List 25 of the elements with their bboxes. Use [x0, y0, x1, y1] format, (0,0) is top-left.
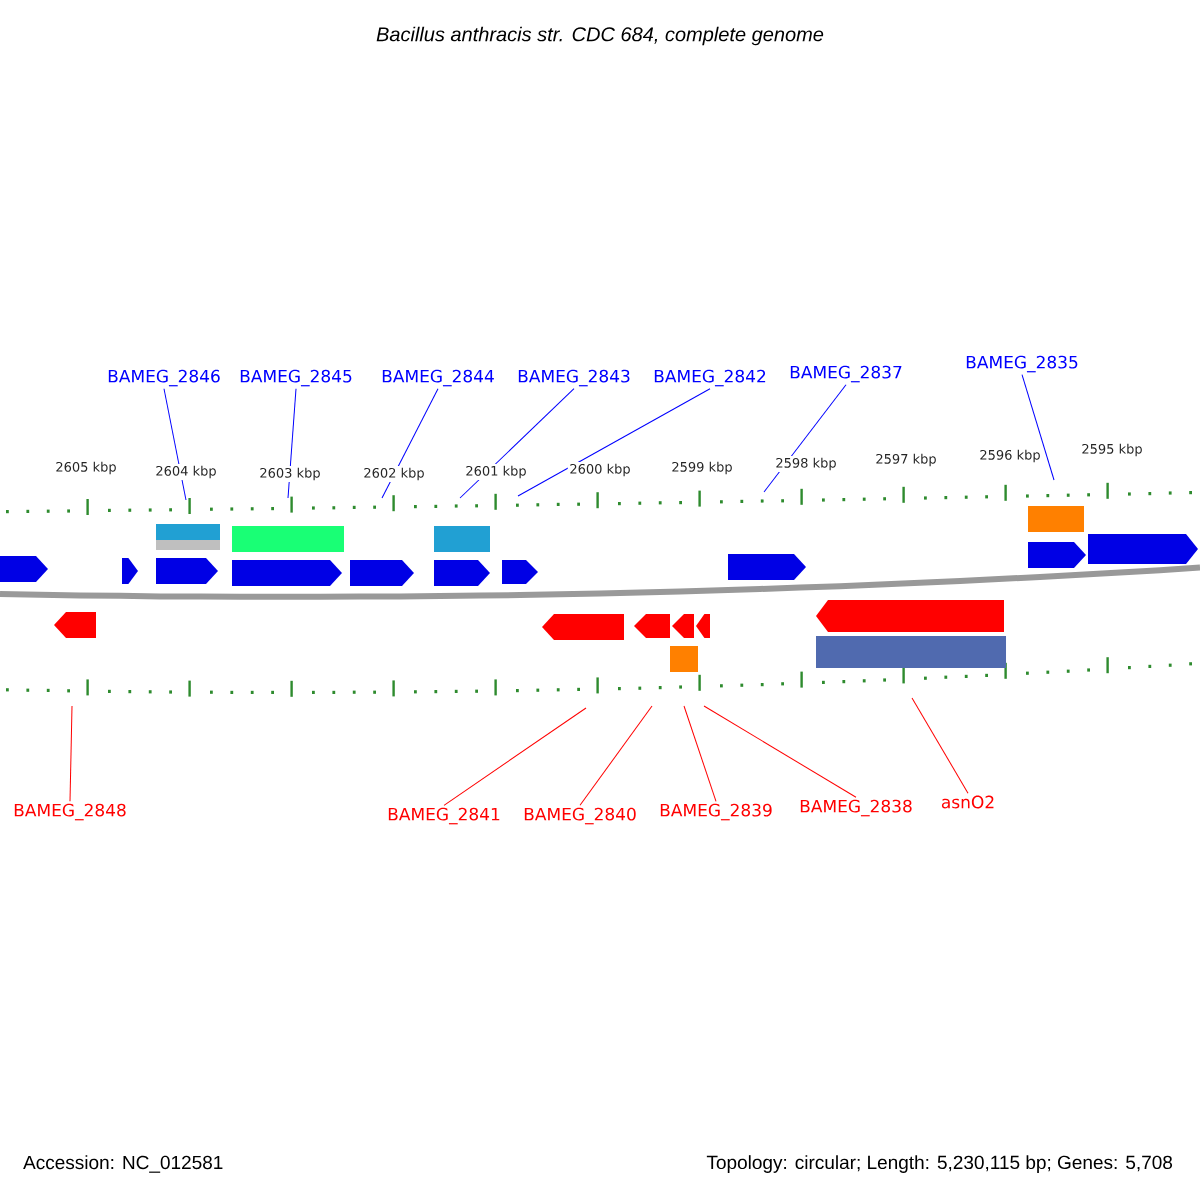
leader-line — [1021, 374, 1055, 481]
leader-line — [517, 388, 711, 497]
gene-label: BAMEG_2848 — [14, 803, 126, 821]
footer-text: Accession: NC_012581 — [23, 1155, 223, 1173]
footer-text: Topology: circular; Length: 5,230,115 bp; Genes: 5,708 — [706, 1155, 1173, 1173]
leader-line — [579, 705, 653, 806]
gene-label: BAMEG_2840 — [524, 807, 636, 825]
gene-label: asnO2 — [941, 795, 994, 809]
leader-line — [911, 697, 969, 794]
gene-label: BAMEG_2841 — [388, 807, 500, 825]
leader-line — [703, 705, 857, 798]
gene-label: BAMEG_2844 — [382, 369, 494, 387]
leader-line — [163, 388, 187, 501]
gene-label: BAMEG_2842 — [654, 369, 766, 387]
gene-label: BAMEG_2837 — [790, 365, 902, 383]
gene-label: BAMEG_2839 — [660, 803, 772, 821]
gene-label: BAMEG_2845 — [240, 369, 352, 387]
leader-line — [443, 707, 587, 806]
leader-line — [69, 705, 73, 802]
gene-label: BAMEG_2835 — [966, 355, 1078, 373]
gene-label: BAMEG_2838 — [800, 799, 912, 817]
leader-line — [683, 705, 717, 802]
gene-label: BAMEG_2843 — [518, 369, 630, 387]
title: Bacillus anthracis str. CDC 684, complete genome — [376, 26, 824, 46]
gene-label: BAMEG_2846 — [108, 369, 220, 387]
